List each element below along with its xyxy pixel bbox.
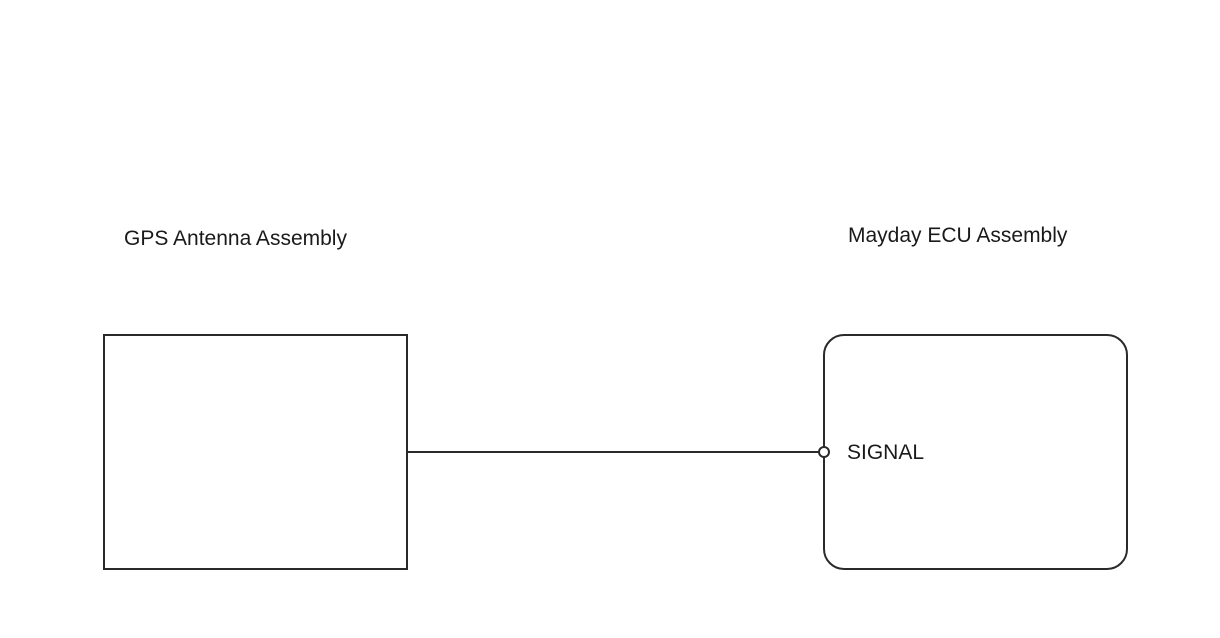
gps-antenna-label: GPS Antenna Assembly <box>124 227 347 250</box>
gps-antenna-box <box>103 334 408 570</box>
mayday-ecu-label: Mayday ECU Assembly <box>848 224 1068 247</box>
signal-terminal <box>818 446 830 458</box>
signal-terminal-label: SIGNAL <box>847 441 925 464</box>
